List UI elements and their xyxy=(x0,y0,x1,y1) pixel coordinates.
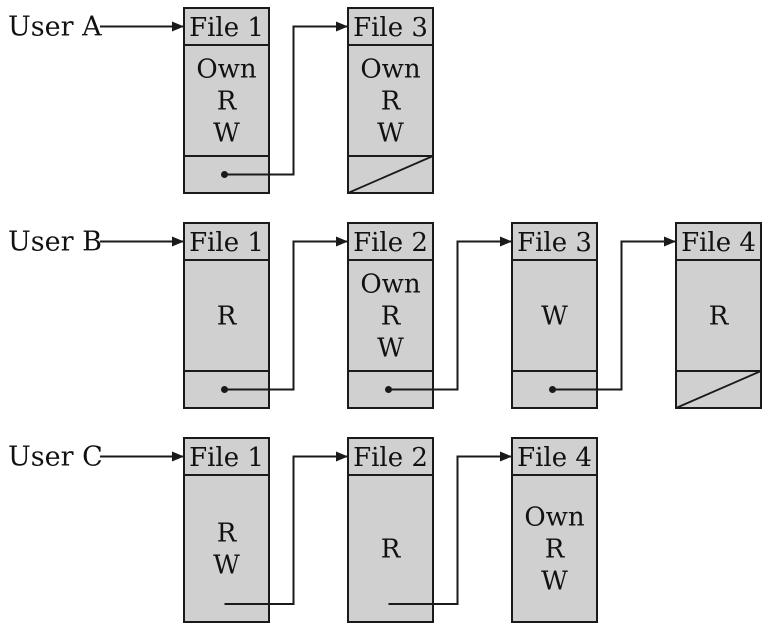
null-pointer-slash xyxy=(347,155,434,194)
file-name: File 4 xyxy=(517,443,592,473)
next-pointer-arrow xyxy=(224,21,348,176)
permission-label: W xyxy=(377,119,404,149)
permission-label: Own xyxy=(196,55,257,85)
file-node: File 4 R xyxy=(675,222,762,409)
file-name: File 2 xyxy=(353,228,428,258)
file-name: File 3 xyxy=(517,228,592,258)
file-node: File 2 R xyxy=(347,437,512,623)
file-node-box xyxy=(511,437,598,623)
permission-label: R xyxy=(545,535,566,565)
user-label: User A xyxy=(8,12,102,43)
file-name: File 1 xyxy=(189,443,264,473)
permission-label: Own xyxy=(524,503,585,533)
file-name: File 1 xyxy=(189,13,264,43)
permission-label: W xyxy=(541,302,568,332)
next-pointer-arrow xyxy=(388,451,512,605)
next-pointer-arrow xyxy=(224,236,348,391)
next-pointer-arrow xyxy=(388,236,512,391)
permission-label: R xyxy=(217,519,238,549)
permission-label: W xyxy=(377,334,404,364)
user-label: User C xyxy=(8,442,103,473)
file-name: File 3 xyxy=(353,13,428,43)
file-name: File 2 xyxy=(353,443,428,473)
permission-label: W xyxy=(213,119,240,149)
file-name: File 1 xyxy=(189,228,264,258)
permission-label: Own xyxy=(360,270,421,300)
file-node-box xyxy=(511,222,598,409)
permission-label: R xyxy=(381,87,402,117)
file-name: File 4 xyxy=(681,228,756,258)
file-node-box xyxy=(347,437,434,623)
next-pointer-arrow xyxy=(224,451,348,605)
null-pointer-slash xyxy=(675,370,762,409)
permission-label: R xyxy=(217,302,238,332)
file-node-box xyxy=(183,222,270,409)
permission-label: R xyxy=(217,87,238,117)
permission-label: R xyxy=(381,535,402,565)
file-node: File 1 R xyxy=(183,222,348,409)
next-pointer-arrow xyxy=(552,236,676,391)
user-label: User B xyxy=(8,227,102,258)
file-node: File 1 RW xyxy=(183,437,348,623)
file-node: File 3 W xyxy=(511,222,676,409)
file-node-box xyxy=(347,222,434,409)
permission-label: Own xyxy=(360,55,421,85)
file-node-box xyxy=(183,437,270,623)
permission-label: W xyxy=(541,567,568,597)
file-node-box xyxy=(183,7,270,194)
permission-label: R xyxy=(709,302,730,332)
permission-label: R xyxy=(381,302,402,332)
permission-label: W xyxy=(213,551,240,581)
